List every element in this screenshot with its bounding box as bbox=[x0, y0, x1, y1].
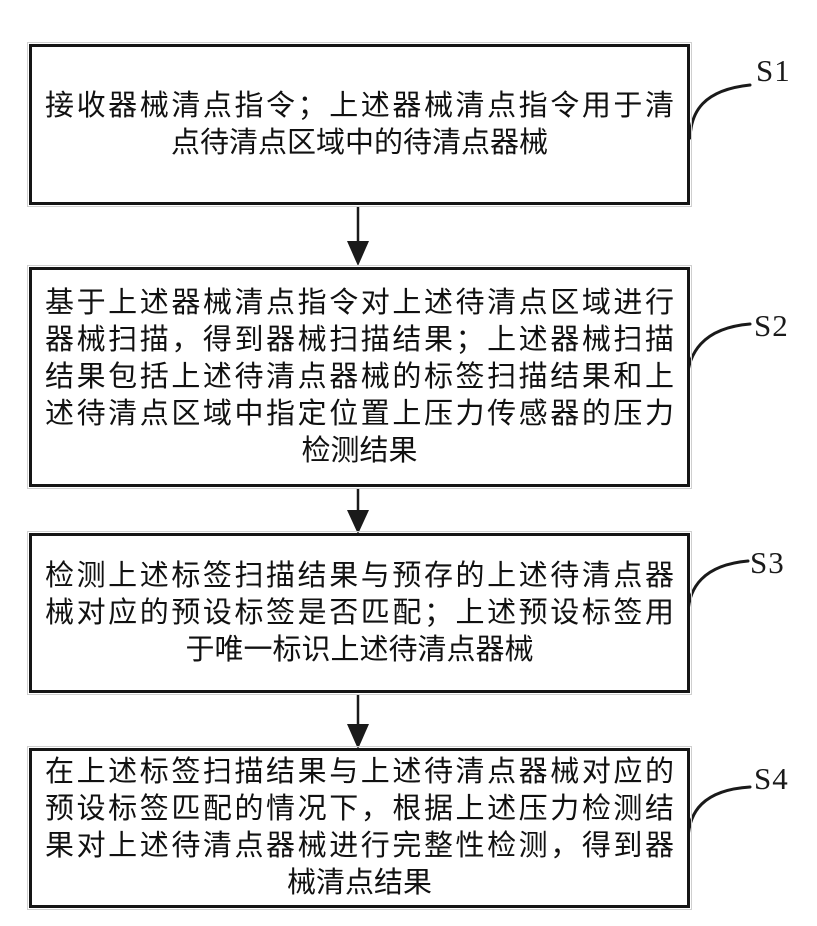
text-line: 在上述标签扫描结果与上述待清点器械对应的 bbox=[45, 756, 674, 788]
step-label-s2: S2 bbox=[754, 308, 789, 343]
step-box-s2: 基于上述器械清点指令对上述待清点区域进行器械扫描，得到器械扫描结果；上述器械扫描… bbox=[27, 265, 692, 489]
flow-arrow-2 bbox=[347, 488, 369, 534]
leader-curve-s2 bbox=[685, 322, 752, 383]
text-line: 述待清点区域中指定位置上压力传感器的压力 bbox=[45, 397, 674, 430]
leader-curve-s4 bbox=[686, 785, 752, 841]
arrow-down-icon bbox=[347, 724, 369, 749]
text-line: 基于上述器械清点指令对上述待清点区域进行 bbox=[45, 286, 674, 319]
text-line: 械清点结果 bbox=[286, 867, 432, 899]
leader-curve-s3 bbox=[686, 559, 750, 615]
text-line: 器械扫描，得到器械扫描结果；上述器械扫描 bbox=[45, 323, 674, 356]
text-line: 械对应的预设标签是否匹配；上述预设标签用 bbox=[45, 596, 674, 629]
step-box-s3: 检测上述标签扫描结果与预存的上述待清点器械对应的预设标签是否匹配；上述预设标签用… bbox=[27, 531, 692, 695]
leader-curve-s1 bbox=[688, 83, 752, 140]
step-text-s3: 检测上述标签扫描结果与预存的上述待清点器械对应的预设标签是否匹配；上述预设标签用… bbox=[32, 558, 687, 669]
flow-arrow-3 bbox=[347, 694, 369, 749]
step-label-s1: S1 bbox=[756, 53, 791, 88]
arrow-down-icon bbox=[347, 510, 369, 534]
step-text-s1: 接收器械清点指令；上述器械清点指令用于清点待清点区域中的待清点器械 bbox=[32, 88, 687, 162]
text-line: 结果包括上述待清点器械的标签扫描结果和上 bbox=[45, 360, 674, 393]
text-line: 检测结果 bbox=[301, 434, 418, 467]
step-label-s4: S4 bbox=[754, 761, 789, 796]
step-text-s4: 在上述标签扫描结果与上述待清点器械对应的预设标签匹配的情况下，根据上述压力检测结… bbox=[32, 754, 687, 902]
flow-arrow-1 bbox=[347, 206, 369, 266]
step-label-s3: S3 bbox=[750, 545, 785, 580]
step-box-s4: 在上述标签扫描结果与上述待清点器械对应的预设标签匹配的情况下，根据上述压力检测结… bbox=[27, 746, 692, 910]
text-line: 点待清点区域中的待清点器械 bbox=[170, 126, 548, 159]
arrow-down-icon bbox=[347, 241, 369, 266]
text-line: 检测上述标签扫描结果与预存的上述待清点器 bbox=[45, 559, 674, 592]
step-text-s2: 基于上述器械清点指令对上述待清点区域进行器械扫描，得到器械扫描结果；上述器械扫描… bbox=[32, 285, 687, 470]
text-line: 果对上述待清点器械进行完整性检测，得到器 bbox=[45, 830, 674, 862]
step-box-s1: 接收器械清点指令；上述器械清点指令用于清点待清点区域中的待清点器械 bbox=[27, 42, 692, 207]
text-line: 预设标签匹配的情况下，根据上述压力检测结 bbox=[45, 793, 674, 825]
text-line: 接收器械清点指令；上述器械清点指令用于清 bbox=[45, 89, 674, 122]
text-line: 于唯一标识上述待清点器械 bbox=[185, 633, 534, 666]
